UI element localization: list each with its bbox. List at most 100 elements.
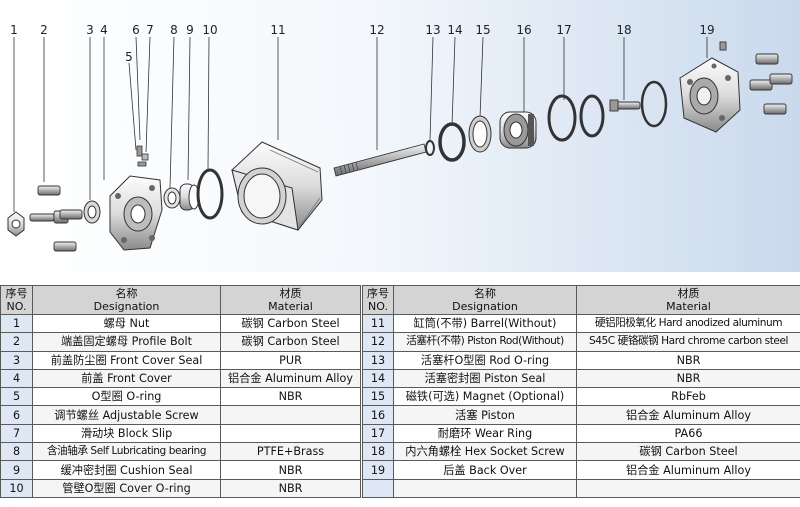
part-piston-seal xyxy=(438,122,466,162)
table-row xyxy=(362,478,800,498)
row-material: PUR xyxy=(220,350,361,370)
callout-3: 3 xyxy=(86,23,94,37)
row-no: 1 xyxy=(0,313,33,334)
part-profile-bolts xyxy=(29,185,83,252)
callout-6: 6 xyxy=(132,23,140,37)
part-magnet xyxy=(468,115,492,153)
row-material xyxy=(220,423,361,444)
part-piston xyxy=(499,111,537,149)
row-no: 14 xyxy=(362,368,394,389)
callout-1: 1 xyxy=(10,23,18,37)
callout-16: 16 xyxy=(516,23,531,37)
part-back-bolts xyxy=(719,41,793,115)
part-front-cover xyxy=(109,175,163,251)
row-material: 铝合金 Aluminum Alloy xyxy=(576,460,800,480)
callout-4: 4 xyxy=(100,23,108,37)
row-material: S45C 硬铬碳钢 Hard chrome carbon steel xyxy=(576,332,800,352)
row-no: 15 xyxy=(362,387,394,407)
row-designation: 磁铁(可选) Magnet (Optional) xyxy=(393,387,577,407)
row-designation: 耐磨环 Wear Ring xyxy=(393,423,577,444)
row-designation: O型圈 O-ring xyxy=(32,387,221,407)
part-nut xyxy=(7,211,25,237)
part-back-cover xyxy=(679,57,741,133)
row-designation: 管壁O型圈 Cover O-ring xyxy=(32,478,221,498)
row-designation: 内六角螺栓 Hex Socket Screw xyxy=(393,442,577,462)
row-designation: 后盖 Back Over xyxy=(393,460,577,480)
row-material xyxy=(220,405,361,425)
row-no: 3 xyxy=(0,350,33,370)
row-designation: 螺母 Nut xyxy=(32,313,221,334)
leader-lines xyxy=(13,36,708,212)
row-designation: 滑动块 Block Slip xyxy=(32,423,221,444)
diagram-svg: 1 2 3 4 5 6 7 8 9 10 11 12 13 14 15 16 1… xyxy=(0,0,800,272)
part-wear-ring-2 xyxy=(579,94,605,138)
row-material: 硬铝阳极氧化 Hard anodized aluminum xyxy=(576,313,800,334)
callout-9: 9 xyxy=(186,23,194,37)
part-small-screws xyxy=(136,145,149,167)
row-no: 6 xyxy=(0,405,33,425)
row-no: 4 xyxy=(0,368,33,389)
row-material: 铝合金 Aluminum Alloy xyxy=(220,368,361,389)
part-cover-o-ring xyxy=(196,168,224,220)
row-designation: 调节螺丝 Adjustable Screw xyxy=(32,405,221,425)
row-designation: 含油轴承 Self Lubricating bearing xyxy=(32,442,221,462)
row-no: 8 xyxy=(0,442,33,462)
row-no: 13 xyxy=(362,350,394,370)
row-material: 铝合金 Aluminum Alloy xyxy=(576,405,800,425)
callout-5: 5 xyxy=(125,50,133,64)
callout-7: 7 xyxy=(146,23,154,37)
exploded-diagram: 1 2 3 4 5 6 7 8 9 10 11 12 13 14 15 16 1… xyxy=(0,0,800,272)
row-material: RbFeb xyxy=(576,387,800,407)
row-material: NBR xyxy=(220,478,361,498)
row-material: 碳钢 Carbon Steel xyxy=(576,442,800,462)
row-designation: 活塞杆O型圈 Rod O-ring xyxy=(393,350,577,370)
callout-14: 14 xyxy=(447,23,462,37)
row-no: 16 xyxy=(362,405,394,425)
part-bearing xyxy=(163,187,181,209)
row-no xyxy=(362,478,394,498)
row-no: 5 xyxy=(0,387,33,407)
row-material: 碳钢 Carbon Steel xyxy=(220,332,361,352)
callout-8: 8 xyxy=(170,23,178,37)
callout-2: 2 xyxy=(40,23,48,37)
row-designation: 前盖 Front Cover xyxy=(32,368,221,389)
callout-19: 19 xyxy=(699,23,714,37)
row-designation: 活塞密封圈 Piston Seal xyxy=(393,368,577,389)
row-material: 碳钢 Carbon Steel xyxy=(220,313,361,334)
row-no: 11 xyxy=(362,313,394,334)
row-material: NBR xyxy=(220,387,361,407)
part-hex-socket-screw xyxy=(609,99,641,112)
callout-15: 15 xyxy=(475,23,490,37)
callout-11: 11 xyxy=(270,23,285,37)
row-no: 9 xyxy=(0,460,33,480)
row-no: 2 xyxy=(0,332,33,352)
row-no: 10 xyxy=(0,478,33,498)
part-front-cover-seal xyxy=(83,200,101,224)
part-barrel xyxy=(231,141,323,231)
row-material: PA66 xyxy=(576,423,800,444)
row-no: 19 xyxy=(362,460,394,480)
part-rod-o-ring xyxy=(425,140,435,156)
callout-labels: 1 2 3 4 5 6 7 8 9 10 11 12 13 14 15 16 1… xyxy=(10,23,714,64)
